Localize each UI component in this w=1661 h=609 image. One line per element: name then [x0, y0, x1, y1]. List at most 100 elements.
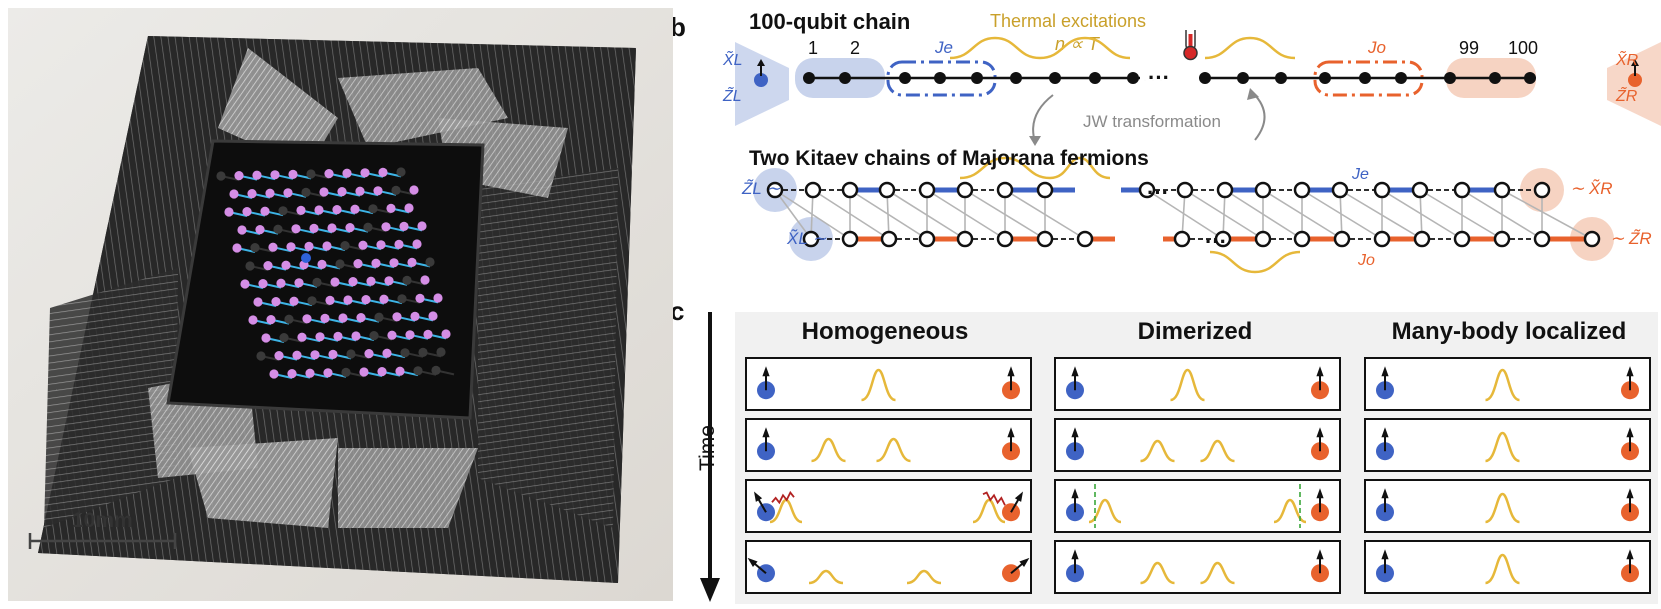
majorana-site: [1583, 230, 1601, 248]
qubit-site: [314, 205, 324, 215]
qubit-site: [420, 275, 430, 285]
qubit-site: [309, 223, 319, 233]
qubit-site: [400, 348, 410, 358]
chain-site: [1444, 72, 1456, 84]
qubit-site: [415, 293, 425, 303]
excitation-bump: [1485, 492, 1520, 524]
qubit-site: [279, 333, 289, 343]
qubit-site: [345, 223, 355, 233]
chip-photo-svg: [8, 8, 673, 601]
qubit-site: [323, 368, 333, 378]
majorana-site: [1453, 230, 1471, 248]
edge-spin: [1002, 491, 1023, 522]
qubit-site: [405, 330, 415, 340]
edge-spin: [1002, 557, 1030, 583]
qubit-site: [413, 366, 423, 376]
qubit-site: [296, 205, 306, 215]
majorana-site: [1453, 181, 1471, 199]
qubit-site: [286, 242, 296, 252]
qubit-site: [348, 277, 358, 287]
xr-label: X̃R: [1616, 52, 1639, 69]
qubit-site: [382, 348, 392, 358]
kitaev-zl-label: Z̃L ∼: [742, 179, 781, 198]
excitation-bump: [972, 498, 1006, 524]
edge-spin: [1376, 366, 1394, 400]
qubit-site: [322, 241, 332, 251]
thermal-bump-1: [949, 36, 1041, 60]
chain-site: [1237, 72, 1249, 84]
time-frame: [745, 418, 1032, 472]
qubit-site: [395, 366, 405, 376]
active-qubit: [301, 253, 311, 263]
chain-title: 100-qubit chain: [749, 9, 911, 34]
majorana-site: [878, 181, 896, 199]
qubit-site: [301, 187, 311, 197]
qubit-site: [306, 169, 316, 179]
time-frame: [1054, 540, 1341, 594]
chain-sites: [803, 72, 1536, 84]
excitation-bump: [1140, 439, 1175, 463]
qubit-site: [234, 171, 244, 181]
time-axis-label: Time: [696, 425, 719, 471]
site-label-2: 2: [850, 38, 861, 58]
qubit-site: [324, 169, 334, 179]
majorana-site: [880, 230, 898, 248]
chain-site: [1049, 72, 1061, 84]
qubit-site: [369, 331, 379, 341]
zl-label: Z̃L: [723, 88, 742, 105]
qubit-site: [386, 203, 396, 213]
qubit-site: [350, 204, 360, 214]
qubit-site: [224, 207, 234, 217]
qubit-site: [404, 203, 414, 213]
coupling-squiggle: [982, 491, 1006, 506]
edge-spin: [747, 557, 775, 583]
excitation-bump: [1485, 368, 1520, 402]
majorana-site: [996, 181, 1014, 199]
qubit-site: [283, 188, 293, 198]
jo-bond-box: [1313, 60, 1424, 97]
excitation-bump: [808, 569, 844, 585]
majorana-site: [1333, 230, 1351, 248]
qubit-site: [341, 367, 351, 377]
excitation-bump: [1140, 561, 1175, 585]
qubit-site: [245, 261, 255, 271]
edge-spin: [757, 427, 775, 461]
qubit-site: [294, 278, 304, 288]
majorana-site: [1138, 181, 1156, 199]
qubit-site: [431, 365, 441, 375]
excitation-bump: [1200, 439, 1235, 463]
qubit-site: [288, 169, 298, 179]
je-label: Je: [935, 38, 953, 57]
qubit-site: [266, 315, 276, 325]
qubit-site: [292, 350, 302, 360]
qubit-site: [270, 170, 280, 180]
qubit-site: [399, 221, 409, 231]
qubit-site: [250, 243, 260, 253]
kitaev-bump-1: [959, 156, 1051, 180]
qubit-site: [263, 261, 273, 271]
qubit-site: [394, 239, 404, 249]
chain-site: [1359, 72, 1371, 84]
majorana-site: [1216, 181, 1234, 199]
qubit-site: [255, 225, 265, 235]
scale-bar-label: 10mm: [72, 509, 133, 532]
qubit-site: [253, 297, 263, 307]
qubit-site: [312, 277, 322, 287]
qubit-site: [381, 222, 391, 232]
time-frame: [1364, 418, 1651, 472]
chain-site: [1524, 72, 1536, 84]
qubit-site: [353, 259, 363, 269]
majorana-site: [1076, 230, 1094, 248]
qubit-site: [374, 312, 384, 322]
qubit-site: [330, 277, 340, 287]
left-qubit: [754, 59, 768, 87]
edge-spin: [1066, 366, 1084, 400]
majorana-sites: [766, 181, 1601, 248]
majorana-site: [1173, 230, 1191, 248]
time-frame: [745, 540, 1032, 594]
edge-spin: [1066, 488, 1084, 522]
qubit-site: [373, 186, 383, 196]
edge-spin: [1311, 549, 1329, 583]
qubit-site: [360, 168, 370, 178]
majorana-site: [1413, 230, 1431, 248]
